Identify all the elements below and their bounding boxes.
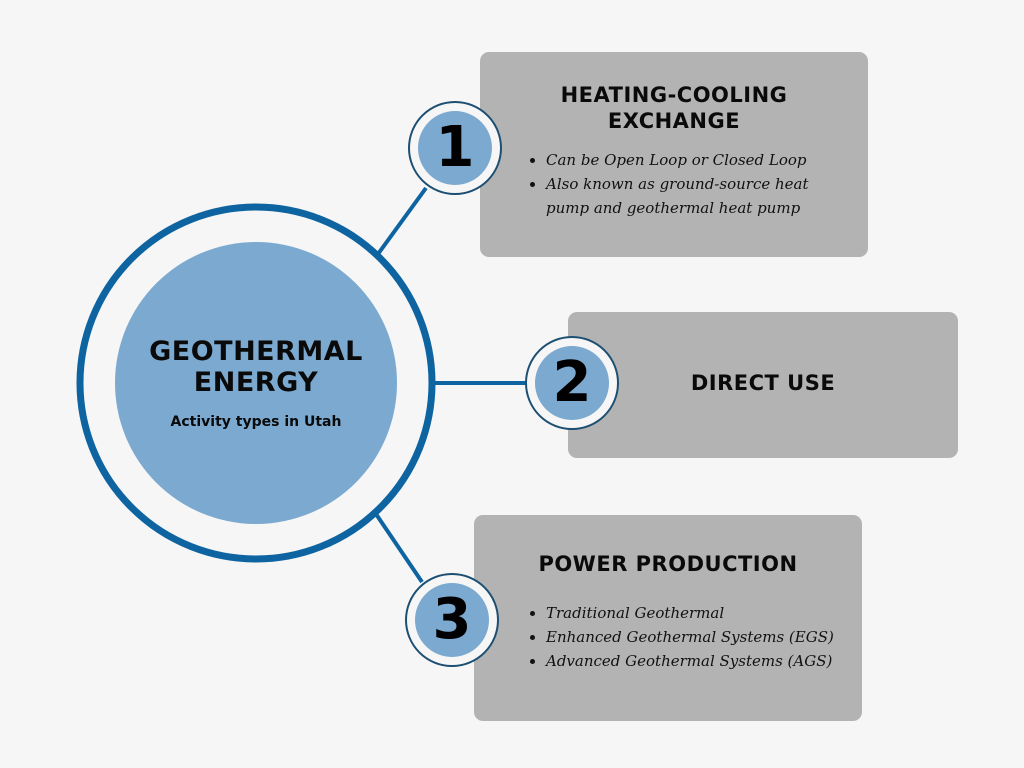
item-2-title: DIRECT USE <box>690 371 836 395</box>
connector-3 <box>374 512 424 584</box>
item-3-bullets: Traditional Geothermal Enhanced Geotherm… <box>526 601 862 673</box>
bullet: Enhanced Geothermal Systems (EGS) <box>546 625 862 649</box>
badge-number-2: 2 <box>552 350 592 415</box>
item-box-3: POWER PRODUCTION Traditional Geothermal … <box>474 515 862 721</box>
badge-number-1: 1 <box>435 115 475 180</box>
badge-number-3: 3 <box>432 587 472 652</box>
bullet: Can be Open Loop or Closed Loop <box>546 148 828 172</box>
item-1-bullets: Can be Open Loop or Closed Loop Also kno… <box>526 148 828 220</box>
bullet: Also known as ground-source heat pump an… <box>546 172 828 220</box>
center-subtitle: Activity types in Utah <box>170 414 342 430</box>
bullet: Traditional Geothermal <box>546 601 862 625</box>
item-3-title: POWER PRODUCTION <box>538 552 798 576</box>
item-box-2: DIRECT USE <box>568 312 958 458</box>
bullet: Advanced Geothermal Systems (AGS) <box>546 649 862 673</box>
center-circle <box>115 242 397 524</box>
connector-1 <box>376 186 428 256</box>
